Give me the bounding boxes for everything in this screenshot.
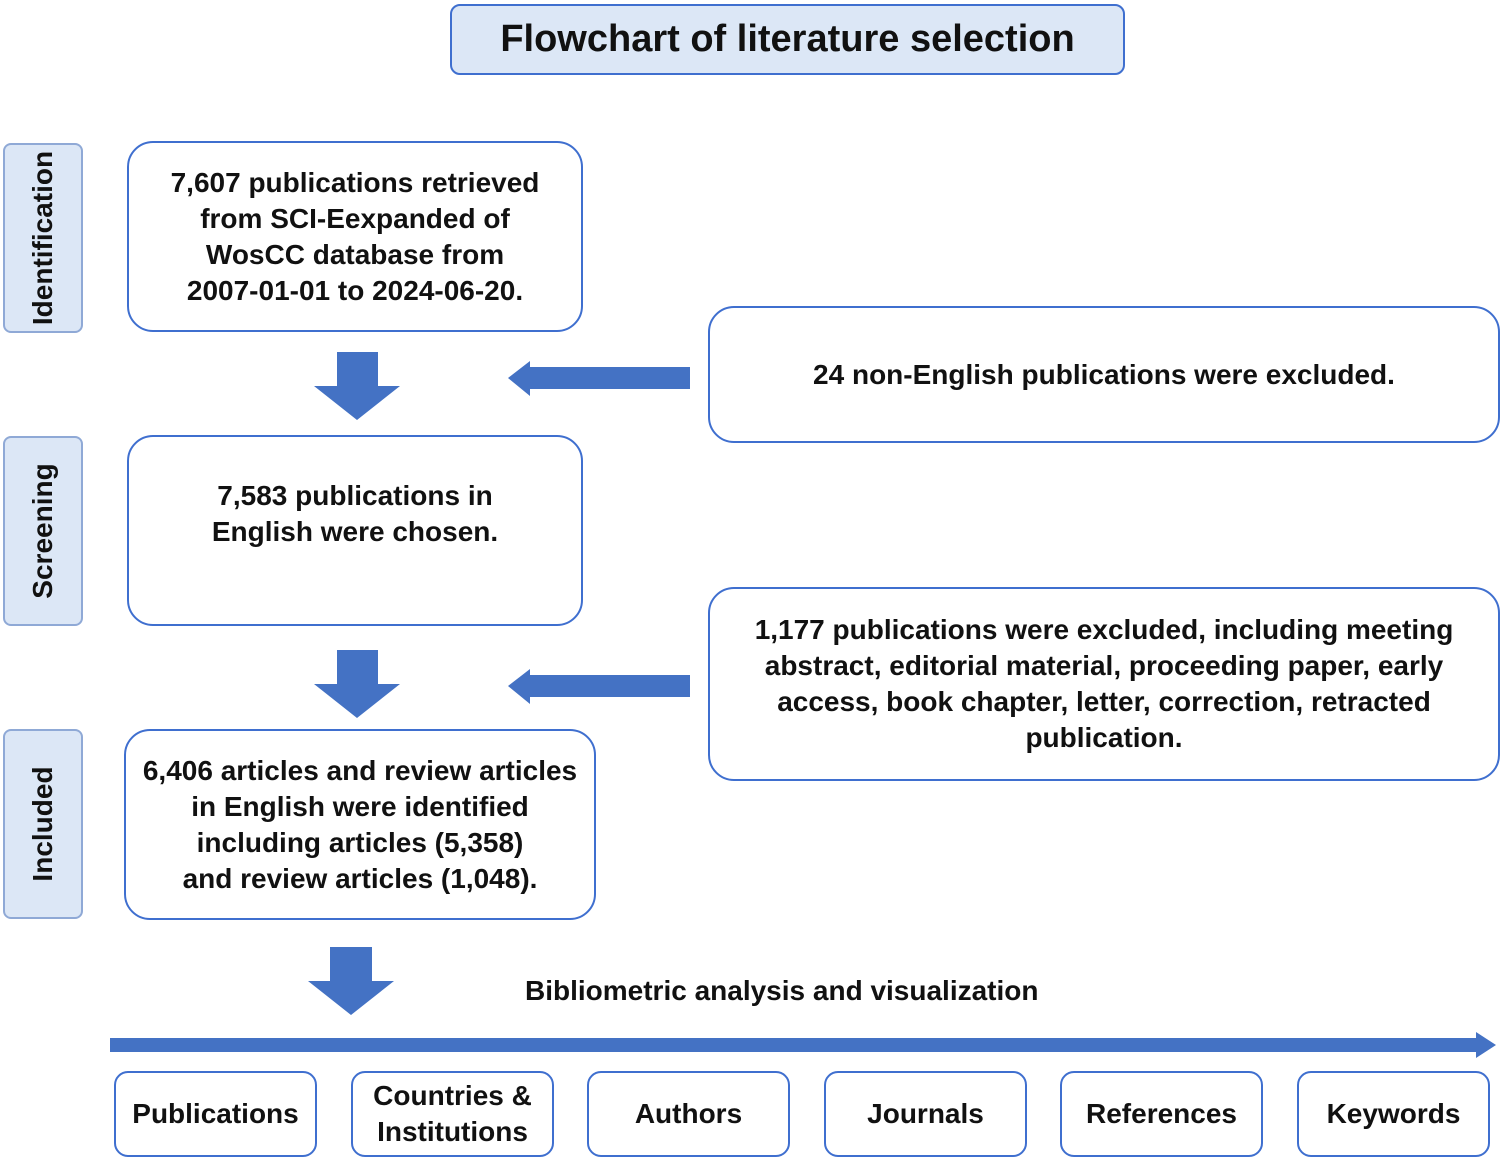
output-countries-label: Countries & [373,1080,532,1111]
output-keywords: Keywords [1297,1071,1490,1157]
included-line-2: in English were identified [191,790,529,822]
retrieved-line-4: 2007-01-01 to 2024-06-20. [186,274,524,306]
stage-screening: Screening [3,436,83,626]
included-line-4: and review articles (1,048). [182,862,538,894]
english-chosen-line-1: 7,583 publications in [217,479,493,511]
included-line-1: 6,406 articles and review articles [142,754,578,786]
left-arrow-1 [508,361,690,396]
down-arrow-3 [308,947,394,1015]
included-box: 6,406 articles and review articles in En… [124,729,596,920]
excluded-types-line-2: abstract, editorial material, proceeding… [764,650,1444,681]
excluded-language-line-1: 24 non-English publications were exclude… [813,358,1395,390]
analysis-caption: Bibliometric analysis and visualization [525,975,1039,1006]
stage-identification: Identification [3,143,83,333]
output-authors: Authors [587,1071,790,1157]
down-arrow-1 [314,352,400,420]
stage-included-label: Included [27,766,58,882]
retrieved-line-3: WosCC database from [205,238,505,270]
output-journals: Journals [824,1071,1027,1157]
output-keywords-label: Keywords [1326,1098,1461,1129]
output-authors-label: Authors [634,1098,743,1129]
timeline-arrow [110,1032,1496,1058]
stage-identification-label: Identification [27,150,58,326]
english-chosen-line-2: English were chosen. [211,515,499,547]
output-countries-institutions: Countries & Institutions [351,1071,554,1157]
excluded-types-line-1: 1,177 publications were excluded, includ… [754,614,1454,645]
excluded-language-box: 24 non-English publications were exclude… [708,306,1500,443]
excluded-types-line-4: publication. [1025,722,1183,753]
output-institutions-label: Institutions [377,1116,528,1147]
retrieved-line-2: from SCI-Eexpanded of [200,202,510,234]
output-references: References [1060,1071,1263,1157]
excluded-types-box: 1,177 publications were excluded, includ… [708,587,1500,781]
output-publications-label: Publications [132,1098,299,1129]
retrieved-box: 7,607 publications retrieved from SCI-Ee… [127,141,583,332]
retrieved-line-1: 7,607 publications retrieved [170,166,540,198]
english-chosen-box: 7,583 publications in English were chose… [127,435,583,626]
output-publications: Publications [114,1071,317,1157]
excluded-types-line-3: access, book chapter, letter, correction… [777,686,1431,717]
down-arrow-2 [314,650,400,718]
left-arrow-2 [508,669,690,704]
included-line-3: including articles (5,358) [196,826,524,858]
output-references-label: References [1086,1098,1237,1129]
output-journals-label: Journals [867,1098,984,1129]
stage-screening-label: Screening [27,463,58,599]
flowchart-title: Flowchart of literature selection [450,4,1125,75]
stage-included: Included [3,729,83,919]
